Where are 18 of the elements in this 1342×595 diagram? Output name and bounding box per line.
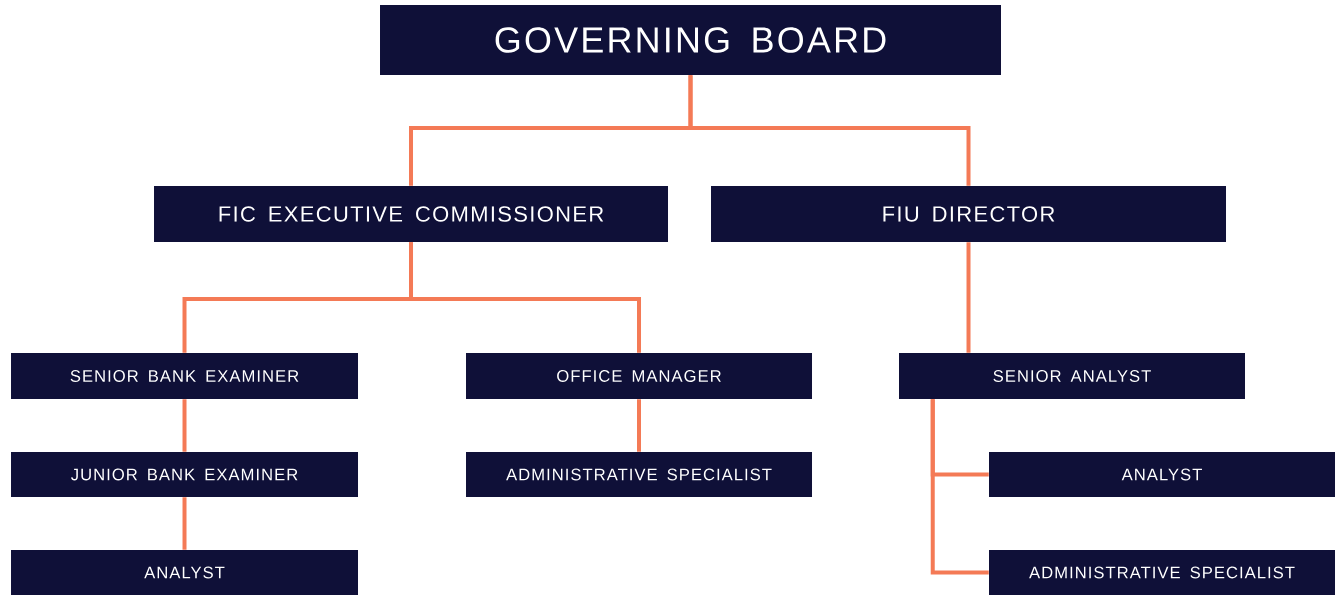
connector-line [182, 497, 187, 550]
role-box: ANALYST [989, 452, 1335, 497]
connector-line [930, 399, 989, 575]
connector-line [637, 399, 641, 452]
role-box: ADMINISTRATIVE SPECIALIST [989, 550, 1335, 595]
role-box: SENIOR BANK EXAMINER [11, 353, 358, 399]
role-box: ADMINISTRATIVE SPECIALIST [466, 452, 812, 497]
role-box: OFFICE MANAGER [466, 353, 812, 399]
role-box: ANALYST [11, 550, 358, 595]
role-box: JUNIOR BANK EXAMINER [11, 452, 358, 497]
connector-line [409, 242, 641, 353]
connector-line [966, 242, 971, 353]
role-box: FIU DIRECTOR [711, 186, 1226, 242]
role-box: GOVERNING BOARD [380, 5, 1001, 75]
connector-line [182, 399, 187, 452]
role-box: SENIOR ANALYST [899, 353, 1245, 399]
connector-line [688, 75, 971, 186]
role-box: FIC EXECUTIVE COMMISSIONER [154, 186, 668, 242]
